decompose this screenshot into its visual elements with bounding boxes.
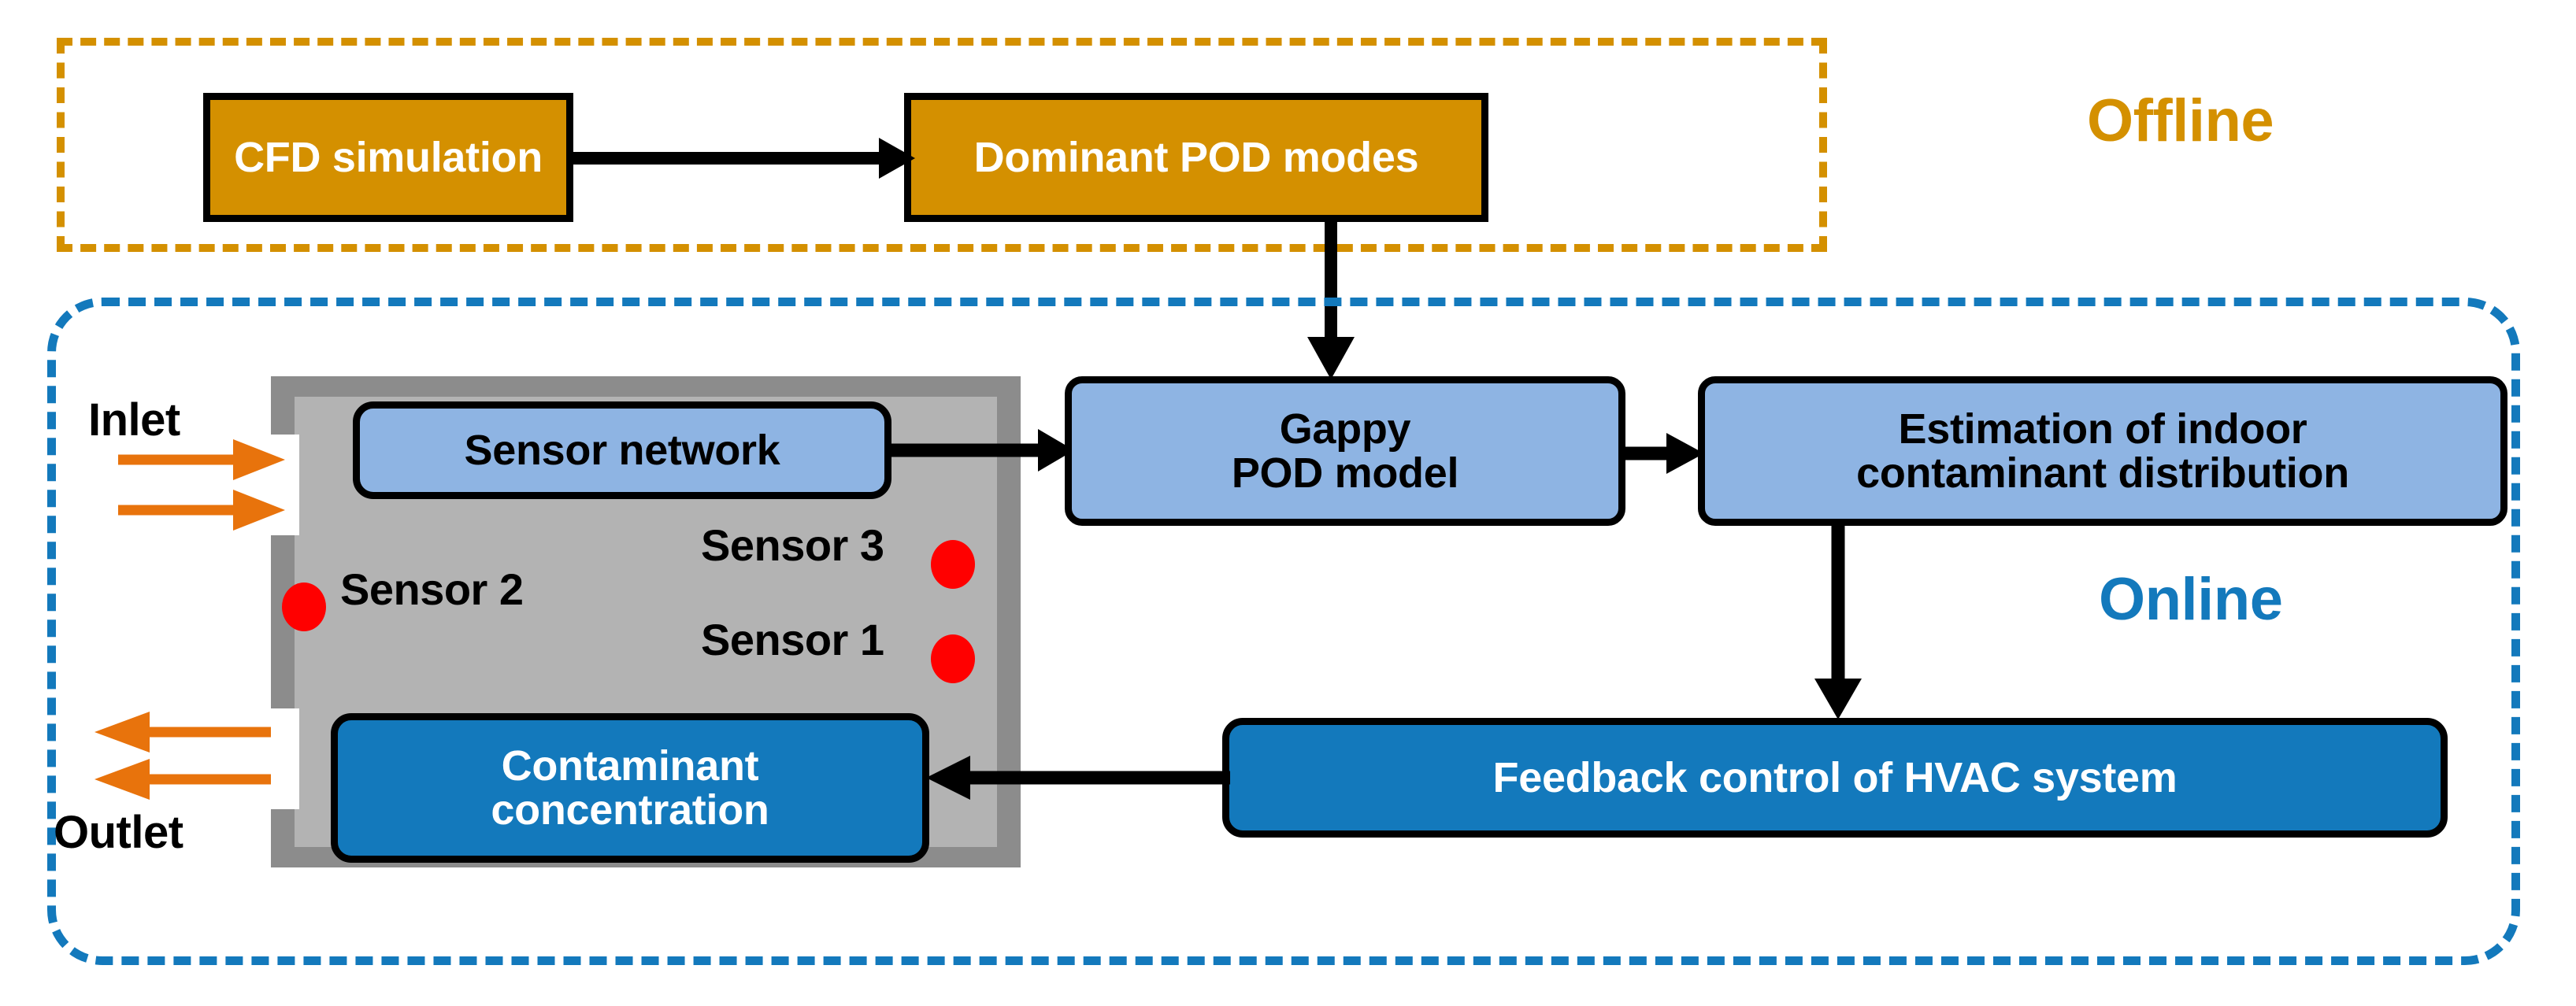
inlet-label: Inlet	[88, 394, 180, 446]
outlet-vent-opening	[271, 708, 299, 809]
sensor-3-label: Sensor 3	[701, 520, 884, 570]
sensor-2-label: Sensor 2	[340, 564, 524, 614]
node-estimation-text: Estimation of indoor contaminant distrib…	[1856, 407, 2349, 495]
node-feedback-control-hvac[interactable]: Feedback control of HVAC system	[1222, 718, 2448, 838]
outlet-flow-arrow-2	[95, 759, 271, 800]
node-gappy-pod-model[interactable]: Gappy POD model	[1065, 376, 1625, 526]
offline-region-frame	[57, 38, 1827, 252]
estimation-line-2: contaminant distribution	[1856, 449, 2349, 497]
online-region-label: Online	[2099, 566, 2283, 633]
node-sensor-network[interactable]: Sensor network	[353, 401, 891, 499]
node-contaminant-text: Contaminant concentration	[491, 744, 769, 832]
arrow-sensor-network-to-gappy	[891, 429, 1074, 472]
arrow-gappy-to-estimation	[1619, 433, 1704, 474]
node-dominant-pod-modes[interactable]: Dominant POD modes	[904, 93, 1488, 222]
node-cfd-simulation[interactable]: CFD simulation	[203, 93, 573, 222]
outlet-label: Outlet	[54, 807, 183, 858]
gappy-line-1: Gappy	[1279, 405, 1411, 453]
arrow-feedback-to-contaminant	[926, 756, 1230, 800]
contaminant-line-2: concentration	[491, 786, 769, 834]
outlet-flow-arrow-1	[95, 712, 271, 753]
sensor-1-label: Sensor 1	[701, 615, 884, 664]
sensor-1-marker-icon	[931, 634, 975, 683]
inlet-flow-arrow-1	[118, 439, 285, 480]
gappy-line-2: POD model	[1231, 449, 1459, 497]
inlet-flow-arrow-2	[118, 490, 285, 531]
arrow-pod-to-gappy	[1307, 217, 1355, 379]
node-gappy-pod-model-text: Gappy POD model	[1231, 405, 1459, 497]
node-contaminant-concentration[interactable]: Contaminant concentration	[331, 713, 929, 863]
arrow-cfd-to-pod	[569, 138, 915, 179]
node-estimation-indoor-contaminant[interactable]: Estimation of indoor contaminant distrib…	[1698, 376, 2507, 526]
offline-region-label: Offline	[2087, 87, 2274, 154]
sensor-2-marker-icon	[282, 583, 326, 631]
estimation-line-1: Estimation of indoor	[1898, 405, 2307, 453]
contaminant-line-1: Contaminant	[501, 742, 759, 790]
sensor-3-marker-icon	[931, 540, 975, 589]
online-region-frame	[47, 298, 2520, 965]
arrow-estimation-to-feedback	[1814, 523, 1862, 719]
inlet-vent-opening	[271, 435, 299, 535]
